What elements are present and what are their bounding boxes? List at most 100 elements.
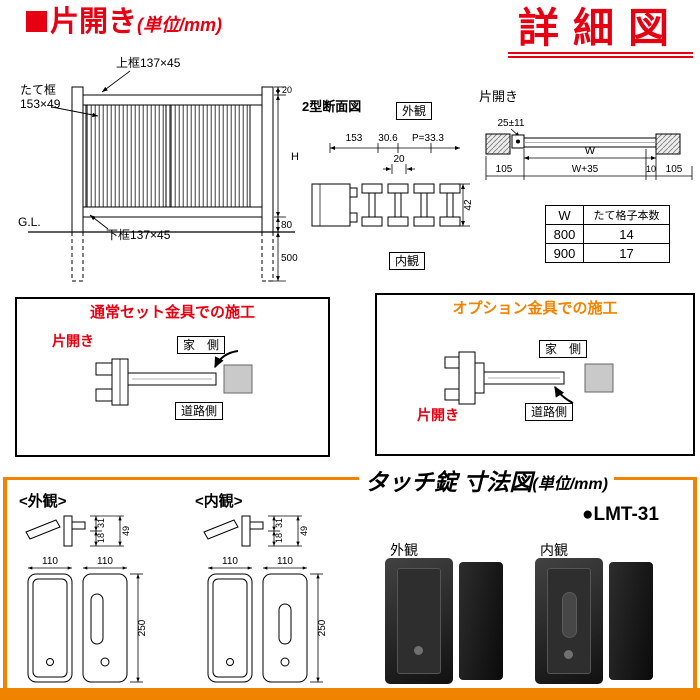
cell-w-800: 800 [545, 224, 584, 244]
exterior-handle-drawing [25, 515, 86, 547]
dim-42-text: 42 [463, 199, 474, 211]
elevation-dimension-lines [268, 86, 286, 282]
swing-arrow [214, 350, 239, 369]
dim-153-text: 153 [346, 133, 363, 144]
install-option-box: オプション金具での施工 家 側 片開き 道路側 [375, 293, 695, 456]
exterior-handle-dims [90, 515, 124, 547]
ext-dim-49: 49 [121, 526, 131, 536]
touch-lock-title: タッチ錠 寸法図 [365, 469, 533, 495]
page-header: 片開き (単位/mm) [26, 8, 222, 37]
dim-height-text: H [291, 151, 299, 163]
cell-count-14: 14 [583, 224, 670, 244]
interior-side-tag: 内観 [389, 252, 426, 270]
bottom-orange-bar [0, 688, 700, 700]
install-standard-house-side: 家 側 [177, 336, 226, 354]
swing-arrow [554, 385, 574, 404]
dim-20-arrows [383, 164, 415, 174]
slat-count-table: W たて格子本数 800 14 900 17 [545, 205, 670, 263]
ground-line-label: G.L. [18, 215, 41, 229]
interior-heading: <内観> [195, 493, 243, 510]
page-title-unit: (単位/mm) [137, 14, 223, 35]
dim-306-text: 30.6 [378, 133, 398, 144]
interior-lock-thumbturn [562, 592, 577, 638]
post-section-profile [311, 183, 358, 227]
ext-dim-110-2: 110 [97, 556, 113, 567]
dim-10-text: 10 [646, 164, 656, 174]
int-dim-49: 49 [299, 526, 309, 536]
dim-pitch-text: P=33.3 [412, 133, 444, 144]
interior-lock-photo-front [535, 558, 603, 684]
end-post [223, 364, 253, 394]
cell-count-17: 17 [583, 243, 670, 263]
slat-panels [85, 104, 251, 208]
cross-section-title: 2型断面図 [302, 99, 362, 114]
exterior-lock-photo-side [459, 562, 503, 680]
interior-lock-keyhole [564, 650, 573, 659]
exterior-lock-keyhole [414, 646, 423, 655]
table-row: 900 17 [545, 243, 670, 263]
cell-w-900: 900 [545, 243, 584, 263]
interior-lock-photo-side [609, 562, 653, 680]
plan-dimension-lines [485, 149, 693, 180]
bottom-rail-label: 下框137×45 [106, 228, 171, 242]
install-standard-title: 通常セット金具での施工 [89, 304, 255, 321]
plan-hinge [511, 134, 525, 149]
install-option-house-side: 家 側 [539, 340, 588, 358]
int-dim-110-1: 110 [222, 556, 238, 567]
touch-lock-section: タッチ錠 寸法図 (単位/mm) ●LMT-31 <外観> <内観> [3, 471, 697, 688]
ext-dim-250: 250 [137, 619, 148, 636]
touch-lock-title-unit: (単位/mm) [532, 476, 608, 494]
int-dim-18: 18 [274, 533, 284, 543]
detail-title-underline [508, 52, 693, 59]
exterior-heading: <外観> [19, 493, 67, 510]
install-standard-gate-label: 片開き [52, 333, 94, 349]
dim-w35-text: W+35 [572, 164, 599, 175]
ext-dim-250-line [130, 573, 143, 683]
dim-w-text: W [585, 145, 596, 157]
int-dim-31: 31 [274, 518, 284, 528]
detail-title: 詳細図 [518, 5, 683, 51]
int-dim-250: 250 [317, 619, 328, 636]
side-rail-label: たて框 153×49 [20, 83, 60, 112]
ext-dim-31: 31 [96, 518, 106, 528]
int-plate-2 [262, 573, 308, 683]
ext-dim-110-1: 110 [42, 556, 58, 567]
dim-bottom-gap-text: 80 [281, 220, 293, 231]
table-header-w: W [545, 205, 584, 225]
section-dimension-line [329, 143, 460, 153]
cross-section-drawing: 153 30.6 P=33.3 20 42 [311, 133, 474, 227]
detail-title-block: 詳細図 [508, 5, 693, 59]
install-option-title: オプション金具での施工 [452, 300, 618, 317]
top-rail-label: 上框137×45 [116, 56, 181, 70]
ext-plate-2 [82, 573, 128, 683]
install-standard-drawing [95, 350, 253, 406]
int-plate-1 [207, 573, 253, 683]
side-rail-label-line1: たて框 [20, 83, 57, 97]
touch-lock-model: ●LMT-31 [582, 504, 659, 525]
table-header-row: W たて格子本数 [545, 205, 670, 225]
dim-hinge-text: 25±11 [498, 118, 525, 129]
exterior-lock-plate [397, 568, 441, 674]
touch-lock-title-block: タッチ錠 寸法図 (単位/mm) [359, 471, 614, 494]
slat-section-profiles [361, 183, 461, 227]
install-option-drawing [444, 351, 614, 405]
plan-title: 片開き [479, 89, 519, 104]
install-standard-road-side: 道路側 [175, 402, 224, 420]
install-option-gate-label: 片開き [417, 407, 459, 423]
buried-posts-dashed [71, 232, 274, 282]
table-header-count: たて格子本数 [583, 205, 670, 225]
photo-interior-label: 内観 [540, 542, 568, 558]
int-dim-250-line [310, 573, 323, 683]
plan-drawing: 25±11 W 105 W+35 10 105 [485, 118, 693, 180]
ext-plate-1 [27, 573, 73, 683]
interior-handle-dims [268, 515, 302, 547]
install-standard-box: 通常セット金具での施工 片開き 家 側 道路側 [15, 297, 330, 457]
elevation-leader-lines [51, 70, 131, 230]
ext-dim-18: 18 [96, 533, 106, 543]
end-post [584, 363, 614, 393]
dim-top-text: 20 [282, 85, 292, 95]
exterior-side-tag: 外観 [396, 102, 433, 120]
exterior-lock-photo-front [385, 558, 453, 684]
touch-lock-dimension-drawings: 31 18 49 31 18 49 110 110 [25, 515, 328, 683]
